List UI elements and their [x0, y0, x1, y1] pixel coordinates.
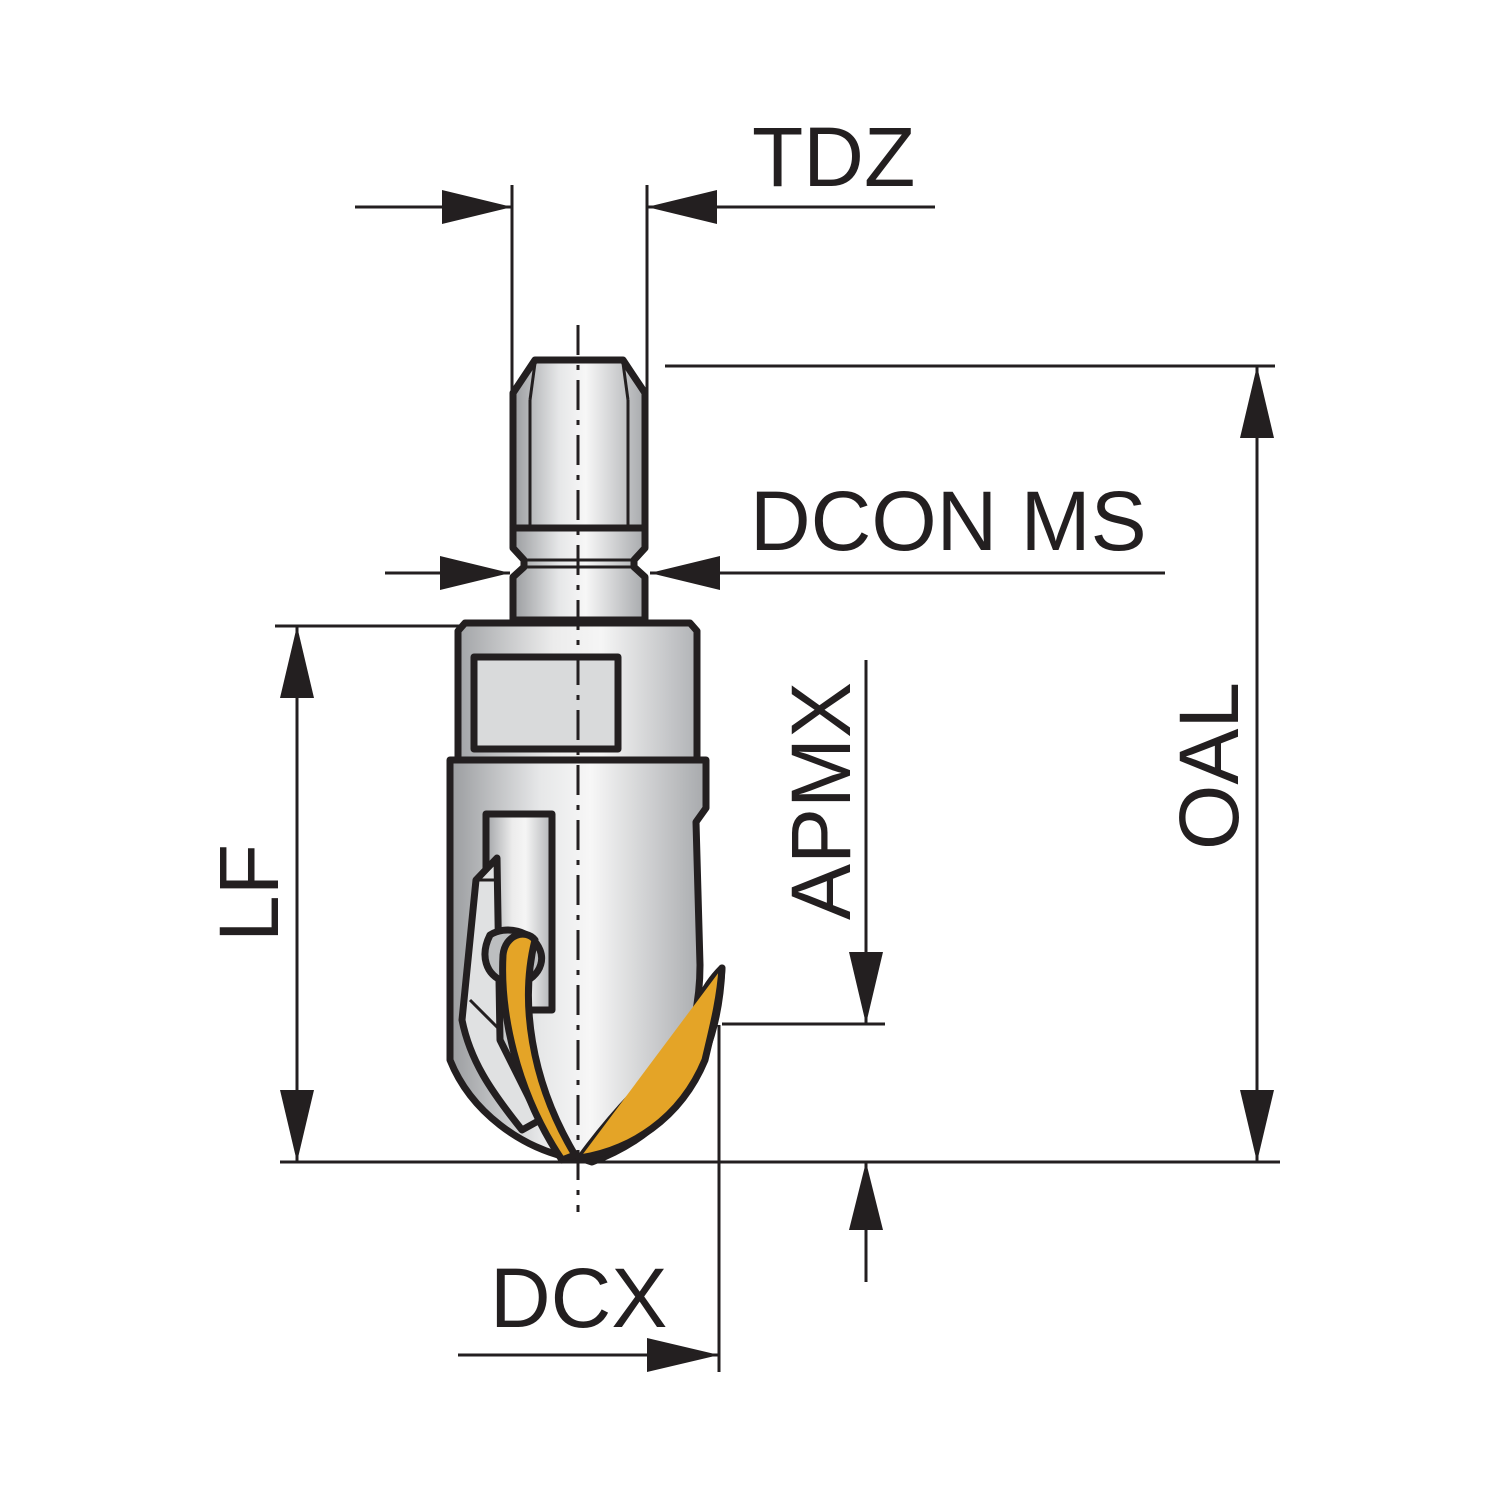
dim-apmx: APMX	[722, 660, 885, 1282]
milling-tool	[446, 356, 726, 1166]
dim-oal: OAL	[665, 364, 1280, 1164]
wrench-flat	[470, 653, 622, 753]
cutting-insert-ball	[499, 930, 579, 1164]
dim-tdz: TDZ	[355, 110, 935, 400]
dim-dcon-ms: DCON MS	[385, 474, 1165, 590]
label-oal: OAL	[1162, 682, 1256, 850]
label-apmx: APMX	[774, 682, 868, 920]
label-lf: LF	[202, 844, 296, 942]
label-dcx: DCX	[490, 1251, 667, 1345]
dim-lf: LF	[202, 624, 705, 1164]
clamp-wedge	[458, 854, 544, 1134]
dim-dcx: DCX	[458, 1025, 721, 1372]
label-dcon-ms: DCON MS	[750, 474, 1147, 568]
label-tdz: TDZ	[752, 110, 915, 204]
